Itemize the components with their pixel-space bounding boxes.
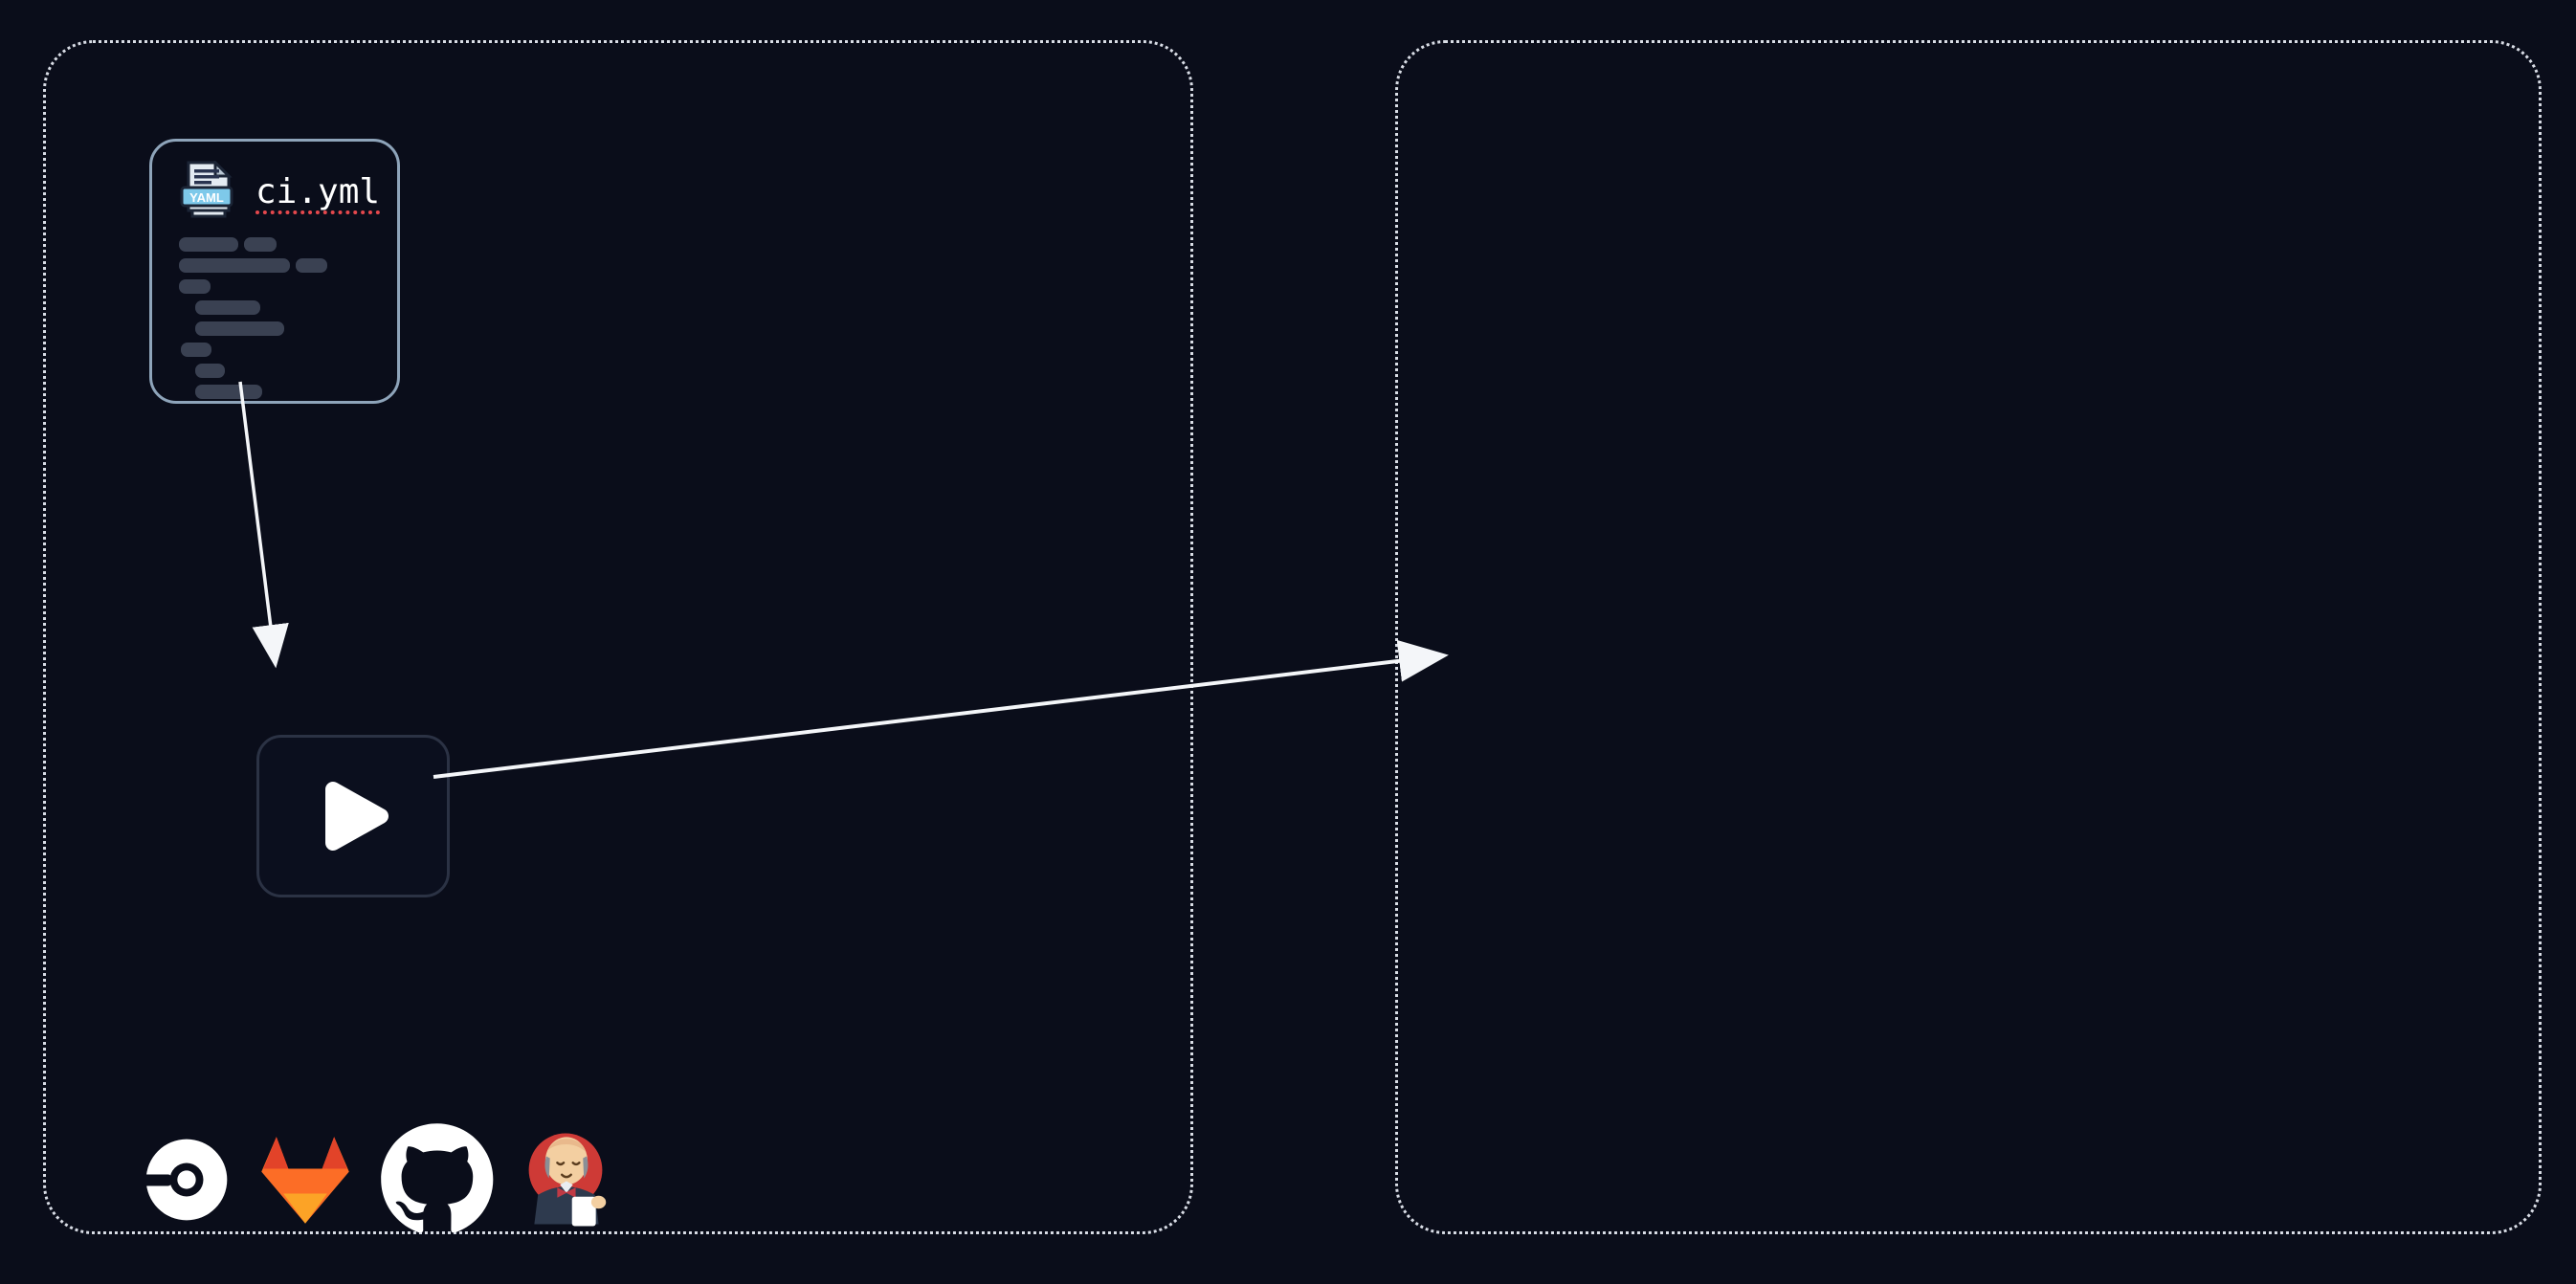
play-icon xyxy=(325,782,389,851)
code-bar xyxy=(195,300,260,315)
file-card-header: YAML ci.yml xyxy=(179,161,397,222)
code-bar xyxy=(244,237,277,252)
code-skeleton xyxy=(179,237,397,399)
code-bar xyxy=(179,237,238,252)
ci-providers xyxy=(143,1115,611,1245)
gitlab-icon xyxy=(261,1137,349,1224)
code-line xyxy=(195,364,397,378)
code-line xyxy=(179,237,397,252)
code-line xyxy=(179,258,397,273)
code-bar xyxy=(179,258,290,273)
code-bar xyxy=(296,258,327,273)
ci-config-file-card: YAML ci.yml xyxy=(149,139,400,404)
code-line xyxy=(179,279,397,294)
pipeline-trigger-button xyxy=(256,735,450,897)
github-icon xyxy=(381,1123,494,1233)
code-bar xyxy=(195,364,225,378)
nx-cloud-panel: Cache Nx Cloud xyxy=(1395,40,2542,1234)
yaml-file-icon: YAML xyxy=(180,161,233,218)
code-bar xyxy=(195,385,262,399)
code-bar xyxy=(179,279,211,294)
code-line xyxy=(181,343,397,357)
code-line xyxy=(195,321,397,336)
code-line xyxy=(195,385,397,399)
code-line xyxy=(195,300,397,315)
jenkins-icon xyxy=(528,1133,607,1227)
code-bar xyxy=(195,321,284,336)
circleci-icon xyxy=(143,1139,228,1221)
ci-config-filename: ci.yml xyxy=(255,171,381,211)
yaml-badge-text: YAML xyxy=(189,190,224,205)
ci-pipeline-panel: YAML ci.yml xyxy=(43,40,1193,1234)
code-bar xyxy=(181,343,211,357)
